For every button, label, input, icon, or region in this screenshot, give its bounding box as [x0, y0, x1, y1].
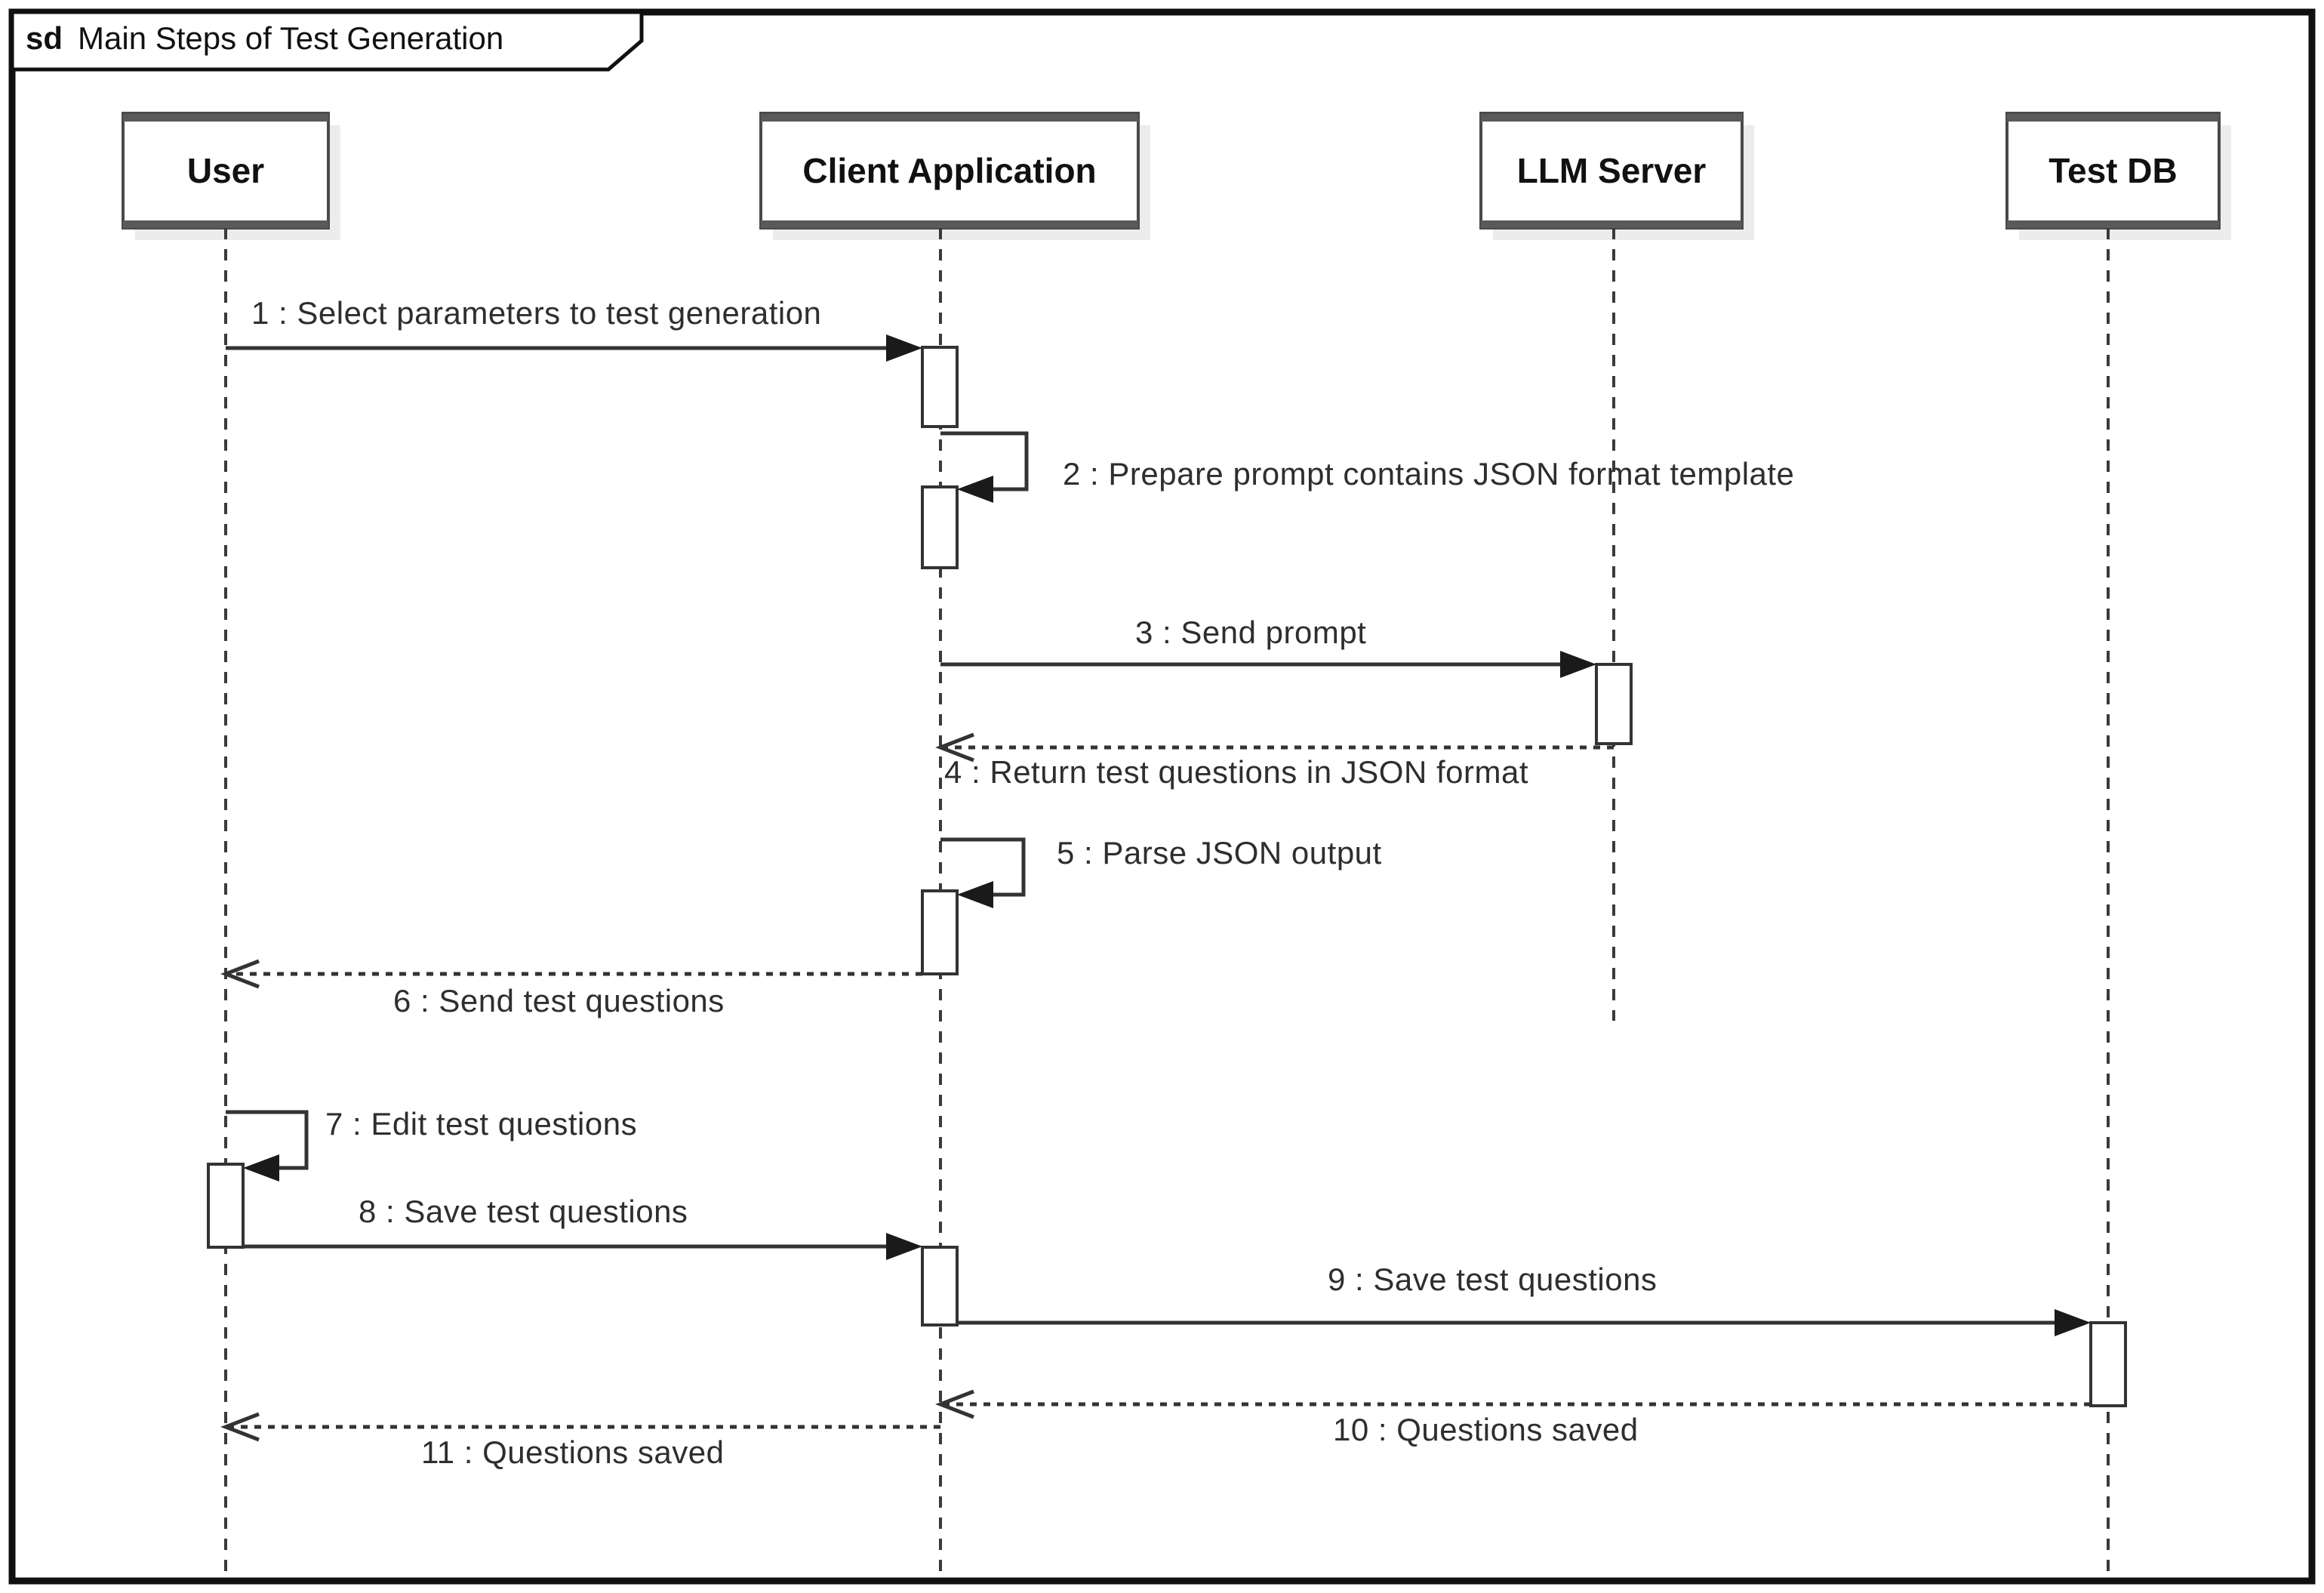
message-7-arrowhead-icon: [243, 1154, 279, 1182]
message-3-arrowhead-icon: [1560, 651, 1596, 678]
participant-client-application-name: Client Application: [802, 151, 1097, 190]
message-11-arrowhead-icon: [220, 1412, 260, 1442]
message-11-label: 11 : Questions saved: [421, 1434, 725, 1470]
participant-user-name: User: [186, 151, 265, 190]
message-1-label: 1 : Select parameters to test generation: [251, 295, 822, 331]
message-10-arrow: [935, 1389, 2091, 1419]
message-4-arrowhead-icon: [935, 732, 974, 763]
frame-title-text: Main Steps of Test Generation: [78, 20, 504, 56]
llm-server-box: [1479, 112, 1744, 230]
message-5-arrowhead-icon: [957, 881, 993, 908]
message-5-arrow: [940, 837, 1026, 908]
message-3-label: 3 : Send prompt: [1135, 615, 1367, 650]
message-6-label: 6 : Send test questions: [393, 983, 725, 1018]
message-11-arrow: [220, 1412, 940, 1442]
message-10-arrowhead-icon: [935, 1389, 974, 1419]
message-2-arrow: [940, 431, 1029, 503]
frame-title-tab: [10, 10, 644, 72]
message-3-arrow: [940, 651, 1596, 678]
message-10-label: 10 : Questions saved: [1333, 1412, 1639, 1447]
activation-client-1: [921, 346, 959, 428]
participant-llm-server-name: LLM Server: [1516, 151, 1707, 190]
activation-user-7: [207, 1163, 245, 1249]
message-5-label: 5 : Parse JSON output: [1057, 835, 1382, 870]
message-6-arrowhead-icon: [220, 959, 260, 989]
message-7-label: 7 : Edit test questions: [325, 1106, 638, 1142]
message-8-arrow: [243, 1233, 922, 1260]
activation-test-db: [2089, 1321, 2127, 1407]
message-2-label: 2 : Prepare prompt contains JSON format …: [1063, 456, 1795, 491]
message-9-arrowhead-icon: [2055, 1309, 2091, 1336]
message-1-arrowhead-icon: [886, 334, 922, 362]
message-9-label: 9 : Save test questions: [1328, 1262, 1658, 1297]
message-6-arrow: [220, 959, 922, 989]
participant-test-db-name: Test DB: [2049, 151, 2178, 190]
message-7-arrow: [226, 1110, 309, 1182]
client-application-box: [759, 112, 1140, 230]
message-8-label: 8 : Save test questions: [359, 1194, 688, 1229]
frame-keyword: sd: [26, 20, 63, 56]
frame-title: sd Main Steps of Test Generation: [26, 17, 503, 60]
diagram-frame-border: [8, 8, 2316, 1585]
message-1-arrow: [226, 334, 922, 362]
activation-client-5: [921, 889, 959, 975]
message-5-line: [940, 837, 1026, 897]
message-4-arrow: [935, 732, 1614, 763]
user-box: [122, 112, 330, 230]
activation-client-8: [921, 1246, 959, 1326]
message-8-arrowhead-icon: [886, 1233, 922, 1260]
message-2-arrowhead-icon: [957, 476, 993, 503]
message-2-line: [940, 431, 1029, 491]
activation-llm-server: [1595, 663, 1633, 745]
message-7-line: [226, 1110, 309, 1170]
message-9-arrow: [957, 1309, 2091, 1336]
message-4-label: 4 : Return test questions in JSON format: [944, 754, 1528, 790]
activation-client-2: [921, 485, 959, 569]
